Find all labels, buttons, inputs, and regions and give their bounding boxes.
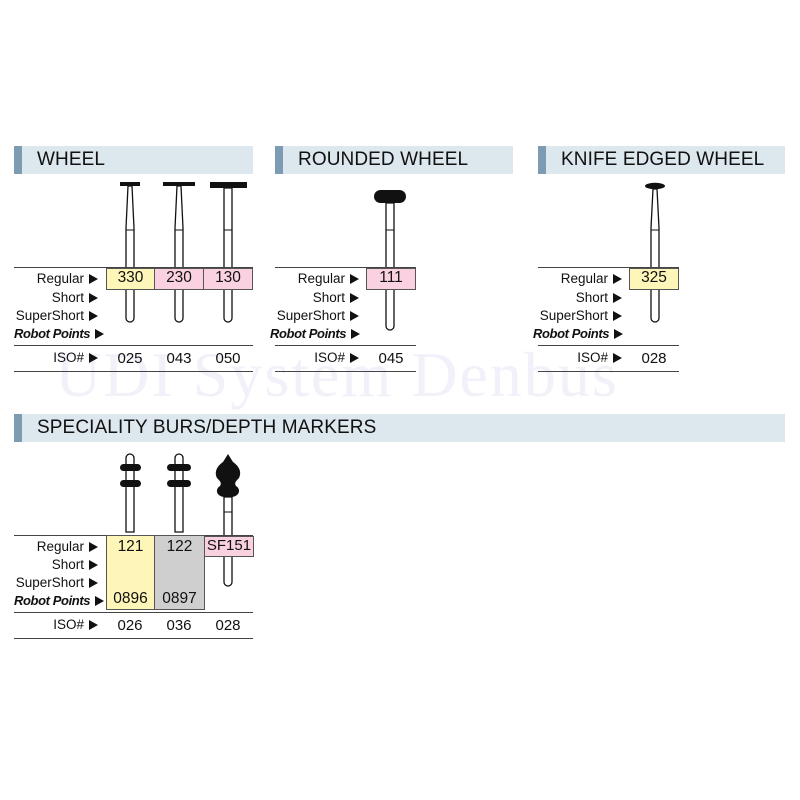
row-label-iso: ISO# [270, 350, 359, 365]
triangle-arrow-icon [350, 353, 359, 363]
row-label-regular: Regular [533, 271, 622, 286]
row-label-supershort: SuperShort [270, 308, 359, 323]
robot-code: 0896 [113, 590, 148, 607]
iso-value: 045 [378, 350, 404, 367]
triangle-arrow-icon [350, 293, 359, 303]
catalog-cell-sf151[interactable]: SF151 [204, 536, 254, 557]
triangle-arrow-icon [89, 353, 98, 363]
row-label-supershort: SuperShort [14, 575, 98, 590]
bur-illustration-speciality [120, 453, 241, 587]
divider [538, 345, 679, 346]
section-title: KNIFE EDGED WHEEL [561, 149, 765, 170]
row-label-iso: ISO# [14, 350, 98, 365]
special-form-bur-icon [215, 454, 241, 587]
depth-marker-bur-icon [120, 453, 141, 533]
iso-value: 026 [117, 617, 143, 634]
row-label-supershort: SuperShort [14, 308, 98, 323]
divider [14, 371, 253, 372]
row-label-short: Short [14, 557, 98, 572]
triangle-arrow-icon [89, 578, 98, 588]
catalog-cell-111[interactable]: 111 [366, 268, 416, 290]
triangle-arrow-icon [613, 311, 622, 321]
robot-code: 0897 [162, 590, 197, 607]
triangle-arrow-icon [613, 353, 622, 363]
section-header-wheel: WHEEL [14, 146, 253, 174]
section-header-knife-edged-wheel: KNIFE EDGED WHEEL [538, 146, 785, 174]
divider [275, 371, 416, 372]
section-title: SPECIALITY BURS/DEPTH MARKERS [37, 417, 377, 438]
watermark: UDI System Denbus [55, 339, 619, 410]
divider [14, 638, 253, 639]
depth-marker-bur-icon [167, 453, 191, 533]
row-label-regular: Regular [270, 271, 359, 286]
divider [538, 371, 679, 372]
row-label-regular: Regular [14, 271, 98, 286]
row-label-short: Short [14, 290, 98, 305]
knife-edge-bur-icon [645, 182, 665, 323]
row-label-robot-points: Robot Points [14, 593, 105, 608]
triangle-arrow-icon [89, 311, 98, 321]
divider [538, 267, 679, 268]
iso-value: 043 [166, 350, 192, 367]
triangle-arrow-icon [613, 274, 622, 284]
triangle-arrow-icon [613, 293, 622, 303]
regular-code: 121 [117, 538, 144, 555]
catalog-cell-122[interactable]: 122 0897 [154, 535, 205, 610]
iso-value: 025 [117, 350, 143, 367]
divider [275, 267, 416, 268]
triangle-arrow-icon [350, 311, 359, 321]
row-label-robot-points: Robot Points [270, 326, 361, 341]
catalog-cell-330[interactable]: 330 [106, 268, 155, 290]
row-label-short: Short [533, 290, 622, 305]
wheel-bur-icon [163, 182, 195, 323]
header-accent-bar [538, 146, 546, 174]
wheel-bur-icon [120, 182, 140, 323]
header-accent-bar [14, 414, 22, 442]
iso-value: 036 [166, 617, 192, 634]
triangle-arrow-icon [89, 542, 98, 552]
divider [14, 345, 253, 346]
bur-illustration-knife-edged-wheel [645, 182, 665, 323]
triangle-arrow-icon [350, 274, 359, 284]
row-label-short: Short [270, 290, 359, 305]
catalog-cell-121[interactable]: 121 0896 [106, 535, 155, 610]
triangle-arrow-icon [89, 293, 98, 303]
triangle-arrow-icon [351, 329, 361, 339]
row-label-supershort: SuperShort [533, 308, 622, 323]
divider [14, 267, 253, 268]
divider [14, 612, 253, 613]
row-label-regular: Regular [14, 539, 98, 554]
bur-illustration-wheel [120, 182, 247, 323]
section-title: ROUNDED WHEEL [298, 149, 469, 170]
triangle-arrow-icon [95, 596, 105, 606]
triangle-arrow-icon [614, 329, 624, 339]
section-header-speciality: SPECIALITY BURS/DEPTH MARKERS [14, 414, 785, 442]
divider [275, 345, 416, 346]
bur-illustration-rounded-wheel [374, 190, 406, 331]
row-label-iso: ISO# [533, 350, 622, 365]
iso-value: 050 [215, 350, 241, 367]
catalog-cell-325[interactable]: 325 [629, 268, 679, 290]
triangle-arrow-icon [89, 274, 98, 284]
iso-value: 028 [641, 350, 667, 367]
iso-value: 028 [215, 617, 241, 634]
catalog-cell-230[interactable]: 230 [154, 268, 204, 290]
section-title: WHEEL [37, 149, 106, 170]
triangle-arrow-icon [95, 329, 105, 339]
header-accent-bar [14, 146, 22, 174]
section-header-rounded-wheel: ROUNDED WHEEL [275, 146, 513, 174]
triangle-arrow-icon [89, 620, 98, 630]
regular-code: 122 [166, 538, 193, 555]
catalog-cell-130[interactable]: 130 [203, 268, 253, 290]
wheel-bur-icon [210, 182, 247, 323]
triangle-arrow-icon [89, 560, 98, 570]
header-accent-bar [275, 146, 283, 174]
row-label-robot-points: Robot Points [14, 326, 105, 341]
rounded-wheel-bur-icon [374, 190, 406, 331]
row-label-robot-points: Robot Points [533, 326, 624, 341]
row-label-iso: ISO# [14, 617, 98, 632]
